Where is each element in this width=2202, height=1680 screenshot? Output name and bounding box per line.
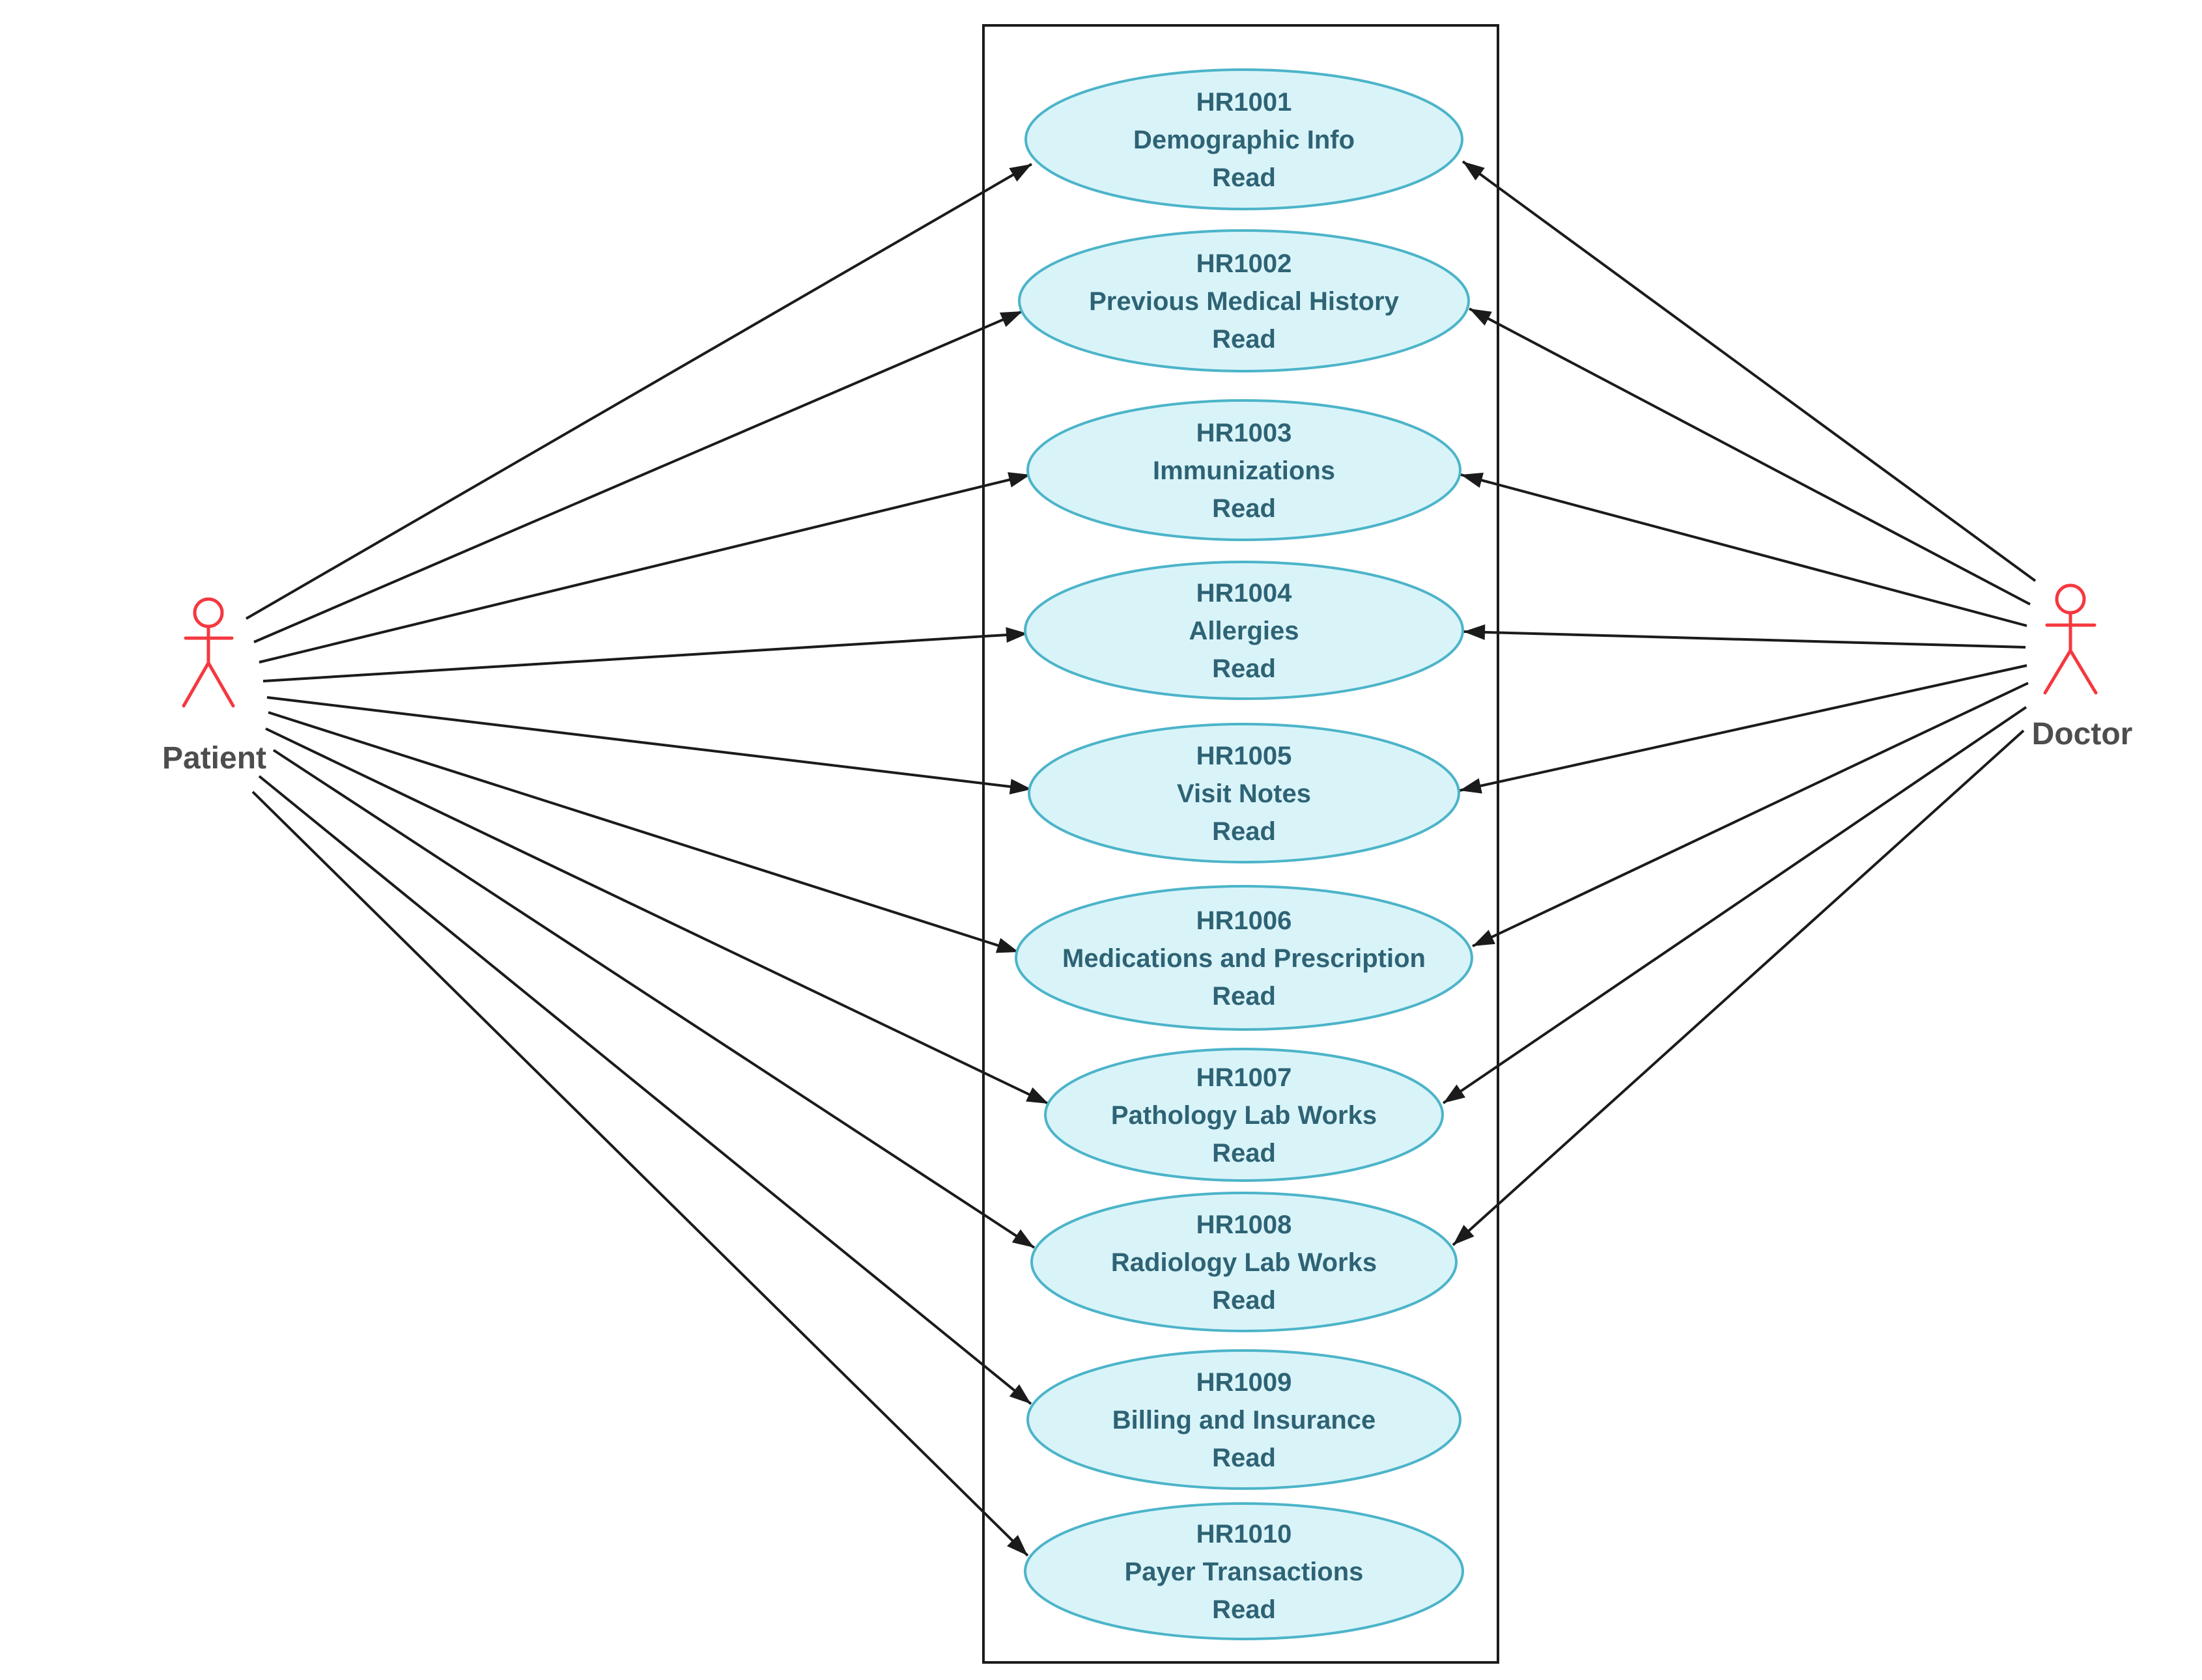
doctor-stick-figure-left-leg [2043, 649, 2072, 695]
usecase-hr1003-action: Read [1212, 494, 1276, 523]
usecase-hr1010-name: Payer Transactions [1125, 1558, 1364, 1586]
usecase-hr1007-action: Read [1212, 1139, 1276, 1168]
usecase-hr1005: HR1005 Visit Notes Read [1028, 723, 1460, 863]
association-patient-hr1005 [266, 696, 1032, 794]
usecase-hr1002-ellipse [1018, 229, 1470, 372]
association-patient-hr1003 [259, 472, 1031, 664]
doctor-stick-figure-right-leg [2068, 649, 2098, 695]
doctor-label: Doctor [2032, 717, 2133, 751]
usecase-hr1008-name: Radiology Lab Works [1111, 1248, 1377, 1277]
usecase-hr1009: HR1009 Billing and Insurance Read [1026, 1349, 1461, 1490]
usecase-hr1006-ellipse [1015, 885, 1473, 1031]
association-patient-hr1010 [251, 791, 1029, 1557]
usecase-hr1003: HR1003 Immunizations Read [1026, 399, 1461, 541]
usecase-hr1010: HR1010 Payer Transactions Read [1024, 1502, 1464, 1640]
association-doctor-hr1008 [1452, 729, 2025, 1246]
association-patient-hr1002 [253, 310, 1023, 643]
usecase-hr1002-name: Previous Medical History [1089, 287, 1399, 316]
association-patient-hr1007 [265, 727, 1049, 1105]
association-patient-hr1001 [245, 163, 1033, 620]
usecase-hr1004-action: Read [1212, 654, 1276, 683]
usecase-hr1008-action: Read [1212, 1286, 1276, 1315]
doctor-stick-figure-head [2055, 583, 2086, 615]
patient-stick-figure-left-leg [182, 661, 210, 708]
usecase-hr1001: HR1001 Demographic Info Read [1024, 68, 1463, 210]
association-doctor-hr1001 [1461, 160, 2037, 582]
usecase-hr1005-ellipse [1028, 723, 1460, 863]
association-doctor-hr1005 [1459, 664, 2027, 794]
usecase-hr1006-id: HR1006 [1196, 906, 1292, 935]
usecase-hr1010-action: Read [1212, 1595, 1276, 1624]
usecase-hr1007-ellipse [1044, 1048, 1444, 1182]
association-doctor-hr1004 [1463, 624, 2026, 649]
usecase-hr1007: HR1007 Pathology Lab Works Read [1044, 1048, 1444, 1182]
usecase-hr1004: HR1004 Allergies Read [1024, 561, 1464, 700]
usecase-hr1007-id: HR1007 [1196, 1063, 1292, 1092]
usecase-hr1001-ellipse [1024, 68, 1463, 210]
association-doctor-hr1007 [1442, 706, 2027, 1104]
usecase-hr1006: HR1006 Medications and Prescription Read [1015, 885, 1473, 1031]
association-patient-hr1008 [272, 749, 1036, 1249]
usecase-hr1009-ellipse [1026, 1349, 1461, 1490]
usecase-hr1009-id: HR1009 [1196, 1368, 1292, 1397]
association-patient-hr1009 [258, 775, 1032, 1405]
actor-patient: Patient [162, 597, 266, 776]
usecase-hr1001-action: Read [1212, 163, 1276, 192]
association-doctor-hr1002 [1469, 307, 2031, 606]
usecase-hr1005-action: Read [1212, 817, 1276, 846]
usecase-hr1009-action: Read [1212, 1444, 1276, 1472]
usecase-hr1002-id: HR1002 [1196, 249, 1292, 278]
usecase-hr1006-action: Read [1212, 982, 1276, 1011]
usecase-hr1003-id: HR1003 [1196, 419, 1292, 447]
usecase-hr1005-name: Visit Notes [1177, 779, 1311, 808]
usecase-hr1006-name: Medications and Prescription [1062, 944, 1426, 973]
actor-doctor: Doctor [2032, 583, 2133, 751]
usecase-hr1004-ellipse [1024, 561, 1464, 700]
association-doctor-hr1003 [1460, 472, 2027, 627]
patient-stick-figure-head [193, 597, 224, 628]
usecase-hr1004-name: Allergies [1189, 617, 1299, 645]
usecase-hr1002: HR1002 Previous Medical History Read [1018, 229, 1470, 372]
usecase-hr1004-id: HR1004 [1196, 579, 1293, 608]
doctor-associations [1442, 160, 2037, 1246]
usecase-hr1002-action: Read [1212, 325, 1276, 354]
association-patient-hr1004 [262, 627, 1028, 682]
association-patient-hr1006 [268, 711, 1019, 953]
patient-associations [245, 163, 1049, 1557]
usecase-hr1008-id: HR1008 [1196, 1211, 1292, 1239]
association-doctor-hr1006 [1472, 682, 2029, 947]
usecase-hr1009-name: Billing and Insurance [1112, 1406, 1376, 1435]
usecase-hr1005-id: HR1005 [1196, 742, 1292, 770]
usecase-hr1001-name: Demographic Info [1133, 126, 1355, 154]
patient-label: Patient [162, 741, 266, 776]
usecase-hr1008-ellipse [1030, 1192, 1458, 1332]
usecase-hr1007-name: Pathology Lab Works [1111, 1101, 1377, 1130]
usecase-hr1003-ellipse [1026, 399, 1461, 541]
usecase-hr1010-ellipse [1024, 1502, 1464, 1640]
usecase-hr1001-id: HR1001 [1196, 88, 1292, 117]
usecase-hr1008: HR1008 Radiology Lab Works Read [1030, 1192, 1458, 1332]
usecase-hr1003-name: Immunizations [1153, 456, 1335, 485]
usecase-hr1010-id: HR1010 [1196, 1520, 1292, 1548]
patient-stick-figure-right-leg [206, 661, 235, 708]
